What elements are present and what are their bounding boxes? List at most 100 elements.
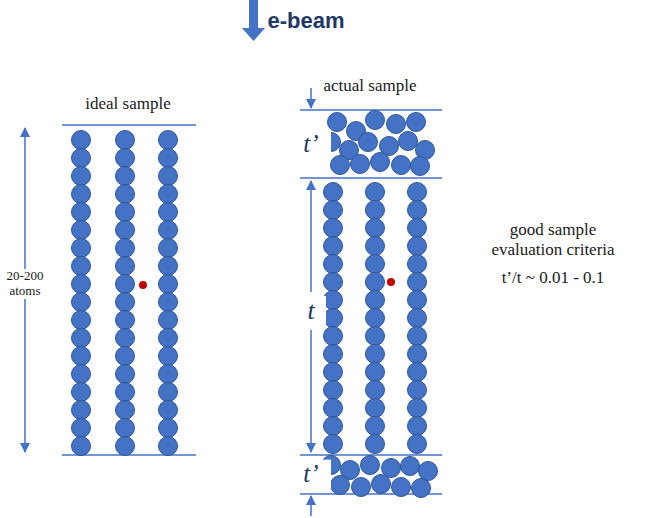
atom: [159, 149, 178, 168]
atom: [408, 273, 427, 292]
atom: [72, 419, 91, 438]
atom: [324, 327, 343, 346]
atom: [361, 456, 380, 475]
atom: [159, 131, 178, 150]
atom: [72, 257, 91, 276]
atom: [331, 476, 350, 495]
atom: [401, 457, 420, 476]
atom: [366, 291, 385, 310]
atom: [116, 167, 135, 186]
dimension-arrow: [310, 496, 312, 516]
atom: [72, 203, 91, 222]
atom: [408, 219, 427, 238]
atom: [366, 273, 385, 292]
atom: [324, 381, 343, 400]
atom: [159, 167, 178, 186]
atom: [387, 115, 406, 134]
atom: [324, 291, 343, 310]
atom: [72, 401, 91, 420]
atom: [116, 257, 135, 276]
atom: [324, 417, 343, 436]
atom: [408, 381, 427, 400]
atom: [72, 221, 91, 240]
atom: [324, 345, 343, 364]
atom: [72, 437, 91, 456]
atom: [116, 347, 135, 366]
atom: [159, 437, 178, 456]
thickness-label: t: [296, 296, 326, 326]
atom: [366, 435, 385, 454]
atom: [116, 221, 135, 240]
dopant-atom: [387, 278, 395, 286]
atom: [351, 155, 370, 174]
atom: [159, 293, 178, 312]
atom: [72, 311, 91, 330]
dimension-label: 20-200 atoms: [2, 269, 48, 299]
atom: [366, 345, 385, 364]
sample-title: ideal sample: [58, 94, 198, 114]
dimension-arrow: [310, 181, 312, 292]
atom: [408, 201, 427, 220]
atom: [408, 237, 427, 256]
atom: [372, 475, 391, 494]
atom: [408, 399, 427, 418]
atom: [159, 203, 178, 222]
atom: [366, 183, 385, 202]
atom: [366, 219, 385, 238]
atom: [366, 363, 385, 382]
atom: [366, 201, 385, 220]
atom: [419, 462, 438, 481]
atom: [159, 311, 178, 330]
atom: [72, 365, 91, 384]
boundary-line: [300, 109, 442, 111]
atom: [366, 327, 385, 346]
beam-arrow-head: [242, 28, 265, 41]
atom: [72, 185, 91, 204]
atom: [392, 156, 411, 175]
atom: [408, 183, 427, 202]
dimension-arrow: [310, 330, 312, 452]
atom: [366, 237, 385, 256]
atom: [116, 149, 135, 168]
atom: [159, 329, 178, 348]
atom: [324, 435, 343, 454]
atom: [408, 435, 427, 454]
atom: [408, 417, 427, 436]
dopant-atom: [139, 281, 147, 289]
atom: [407, 113, 426, 132]
atom: [116, 131, 135, 150]
atom: [324, 363, 343, 382]
atom: [159, 275, 178, 294]
atom: [116, 365, 135, 384]
atom: [366, 417, 385, 436]
atom: [159, 239, 178, 258]
atom: [72, 149, 91, 168]
atom: [352, 478, 371, 497]
atom: [159, 347, 178, 366]
atom: [72, 383, 91, 402]
atom: [159, 419, 178, 438]
atom: [399, 132, 418, 151]
atom: [412, 479, 431, 498]
atom: [72, 347, 91, 366]
atom: [72, 131, 91, 150]
atom: [408, 309, 427, 328]
atom: [116, 185, 135, 204]
atom: [159, 185, 178, 204]
atom: [116, 329, 135, 348]
atom: [408, 345, 427, 364]
atom: [116, 383, 135, 402]
atom: [159, 383, 178, 402]
thickness-label: t’: [291, 130, 331, 159]
atom: [366, 309, 385, 328]
atom: [116, 239, 135, 258]
atom: [159, 365, 178, 384]
atom: [324, 219, 343, 238]
atom: [411, 157, 430, 176]
atom: [159, 401, 178, 420]
atom: [392, 478, 411, 497]
atom: [72, 167, 91, 186]
atom: [72, 239, 91, 258]
atom: [324, 273, 343, 292]
beam-arrow-shaft: [249, 0, 258, 28]
